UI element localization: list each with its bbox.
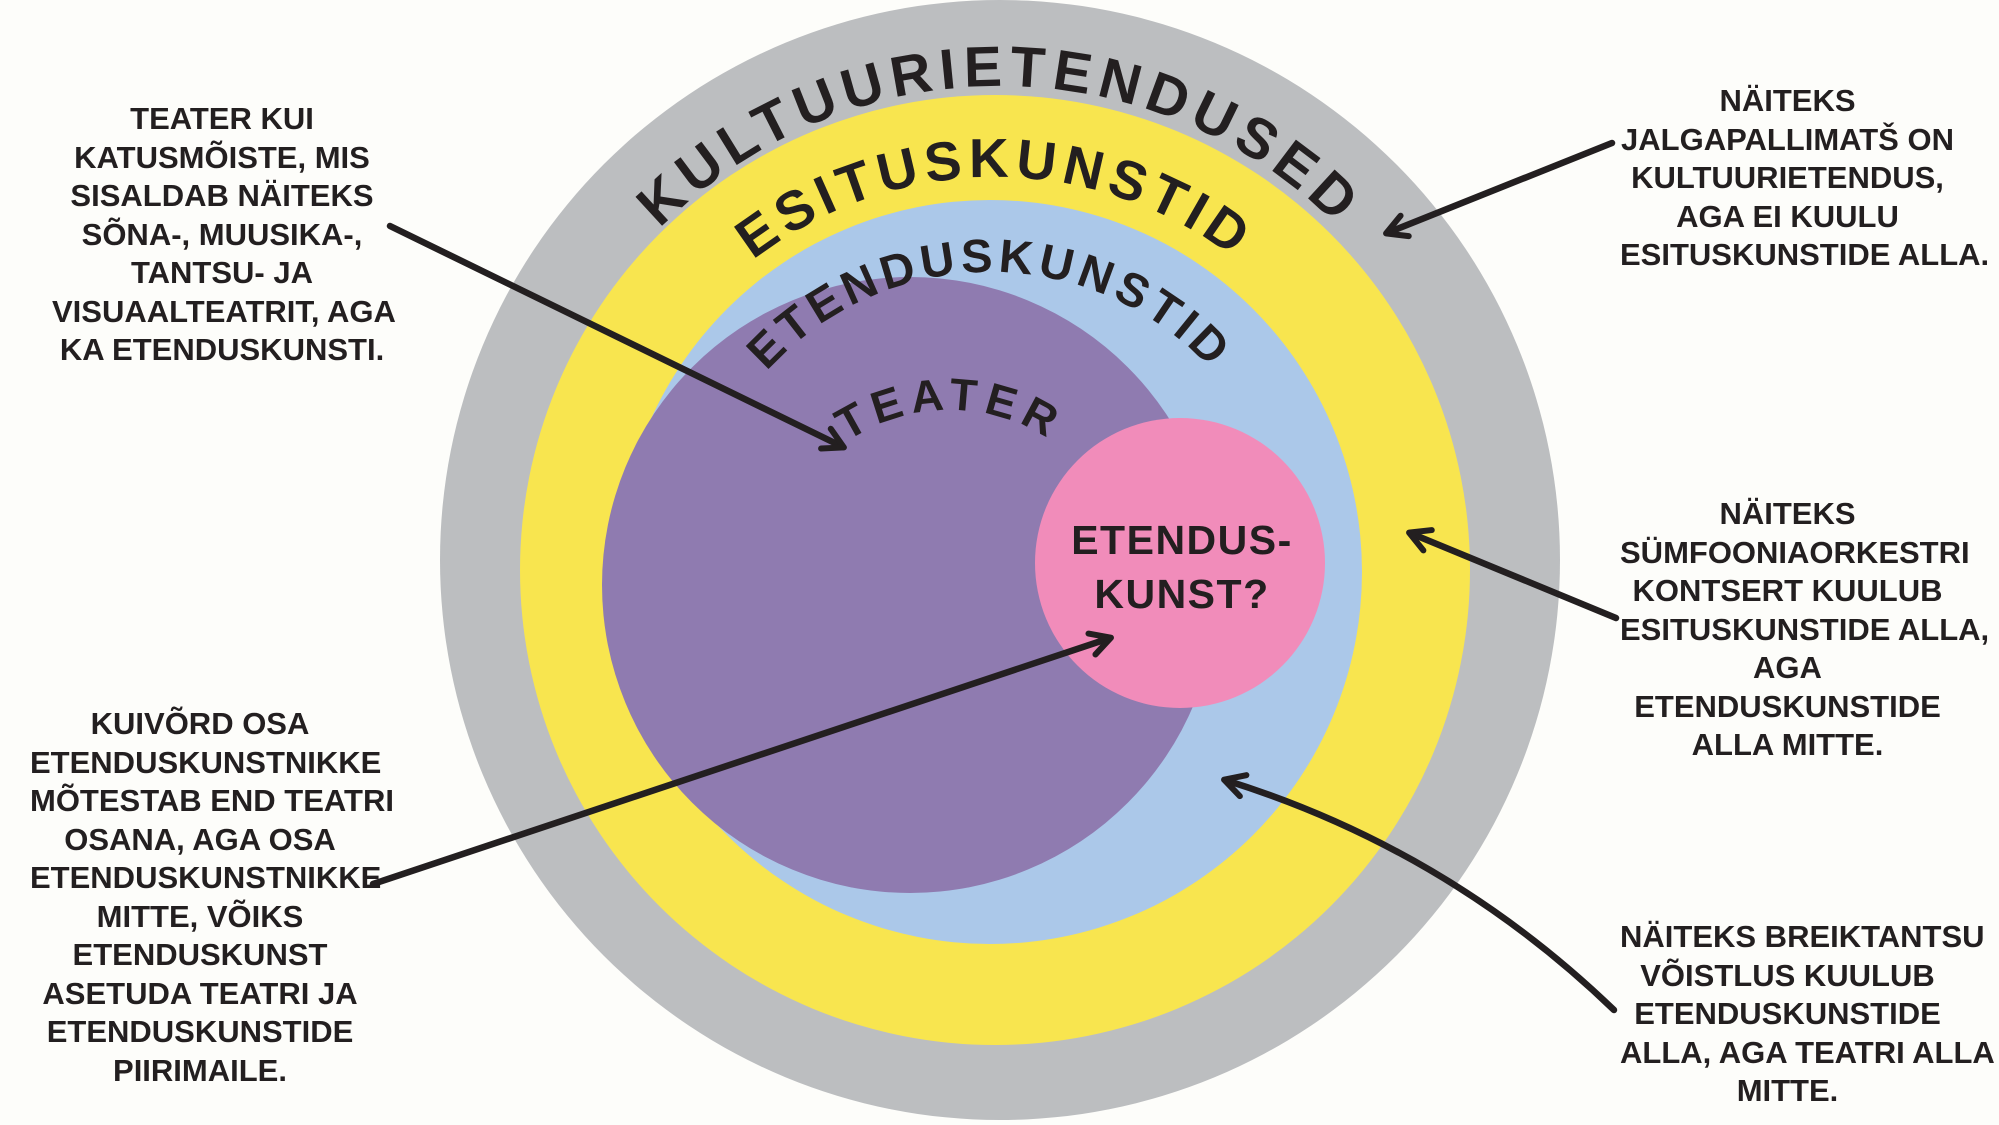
annotation-line: TEATER KUI — [130, 101, 314, 136]
circle-teater — [602, 277, 1218, 893]
annotation-line: TANTSU- JA — [131, 255, 313, 290]
annotation-line: ETENDUSKUNSTIDE — [46, 1014, 354, 1049]
annotation-line: ESITUSKUNSTIDE ALLA, — [1620, 611, 1990, 647]
annotation-line: KA ETENDUSKUNSTI. — [59, 332, 385, 367]
annotation-line: OSANA, AGA OSA — [64, 821, 336, 857]
annotation-left-top: TEATER KUI KATUSMÕISTE, MIS SISALDAB NÄI… — [52, 100, 396, 370]
annotation-line: ESITUSKUNSTIDE ALLA. — [1620, 237, 1990, 272]
annotation-line: KUIVÕRD OSA — [90, 706, 310, 741]
annotation-line: KULTUURIETENDUS, — [1631, 160, 1944, 195]
annotation-line: JALGAPALLIMATŠ ON — [1621, 121, 1954, 157]
arrow-left-top-to-teater — [386, 222, 847, 452]
annotation-line: AGA — [1753, 650, 1822, 685]
annotation-line: ETENDUSKUNSTNIKKE — [30, 860, 382, 895]
annotation-line: KATUSMÕISTE, MIS — [74, 139, 370, 175]
annotation-line: NÄITEKS — [1719, 83, 1856, 118]
annotation-line: SÜMFOONIAORKESTRI — [1620, 534, 1970, 570]
annotation-line: MITTE, VÕIKS — [96, 898, 304, 934]
annotation-line: ETENDUSKUNSTIDE — [1634, 996, 1941, 1031]
annotation-line: ETENDUSKUNSTIDE — [1634, 688, 1941, 724]
annotation-right-top: NÄITEKS JALGAPALLIMATŠ ON KULTUURIETENDU… — [1620, 82, 1990, 275]
annotation-left-bottom: KUIVÕRD OSA ETENDUSKUNSTNIKKE MÕTESTAB E… — [30, 705, 394, 1090]
annotation-line: ALLA MITTE. — [1691, 727, 1884, 762]
annotation-line: MITTE. — [1736, 1073, 1839, 1108]
annotation-line: PIIRIMAILE. — [113, 1052, 287, 1088]
arrow-left-bottom-to-etenduskunst — [369, 630, 1114, 888]
annotation-line: NÄITEKS — [1719, 496, 1856, 531]
annotation-line: VISUAALTEATRIT, AGA — [52, 293, 396, 329]
annotation-line: NÄITEKS BREIKTANTSU — [1620, 919, 1985, 954]
annotation-line: ALLA, AGA TEATRI ALLA — [1620, 1034, 1995, 1070]
arrow-right-top-to-kultuurietendused — [1383, 139, 1616, 240]
annotation-line: SÕNA-, MUUSIKA-, — [81, 216, 363, 252]
annotation-line: ASETUDA TEATRI JA — [42, 975, 358, 1011]
annotation-line: SISALDAB NÄITEKS — [70, 178, 374, 213]
label-etenduskunst-line2: KUNST? — [1094, 571, 1270, 617]
annotation-right-bottom: NÄITEKS BREIKTANTSU VÕISTLUS KUULUB ETEN… — [1620, 918, 1995, 1111]
annotation-line: MÕTESTAB END TEATRI — [30, 783, 394, 818]
arrow-right-middle-to-esituskunstid — [1406, 527, 1620, 622]
annotation-line: ETENDUSKUNSTNIKKE — [30, 744, 382, 780]
annotation-line: VÕISTLUS KUULUB — [1640, 957, 1935, 993]
annotation-line: ETENDUSKUNST — [72, 937, 328, 972]
annotation-line: KONTSERT KUULUB — [1632, 573, 1943, 608]
label-etenduskunst: ETENDUS- KUNST? — [982, 513, 1382, 621]
annotation-right-middle: NÄITEKS SÜMFOONIAORKESTRI KONTSERT KUULU… — [1620, 495, 1990, 765]
label-etenduskunst-line1: ETENDUS- — [1071, 517, 1293, 563]
arrow-right-bottom-to-etenduskunstid — [1221, 772, 1618, 1014]
annotation-line: AGA EI KUULU — [1676, 198, 1899, 234]
